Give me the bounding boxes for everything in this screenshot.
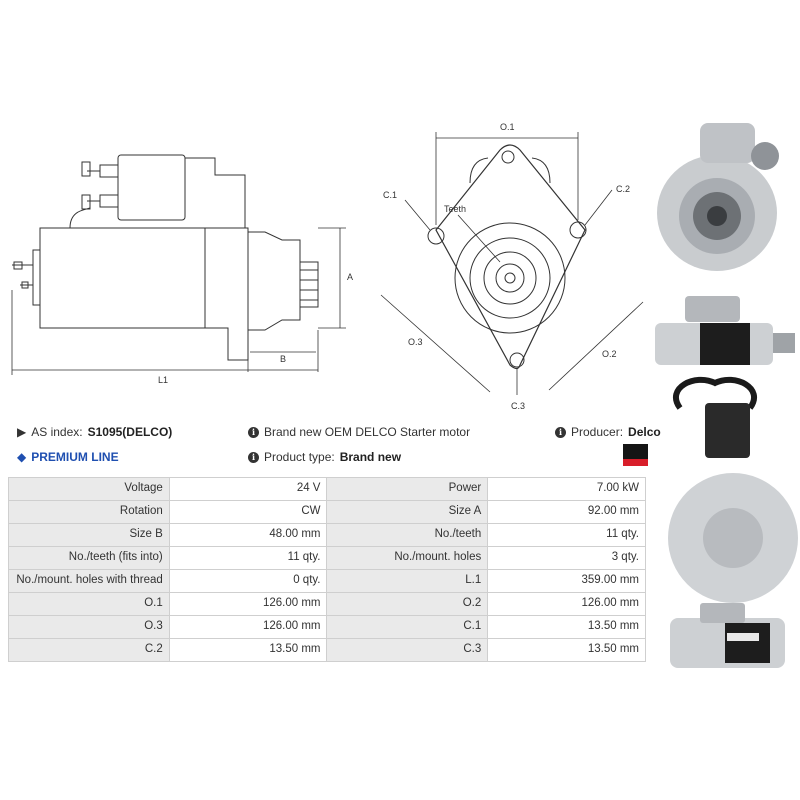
spec-value: 13.50 mm <box>487 615 646 639</box>
spec-label: No./mount. holes <box>326 546 489 570</box>
description-row: i Brand new OEM DELCO Starter motor <box>248 425 470 439</box>
spec-label: L.1 <box>326 569 489 593</box>
table-row: Rotation CW Size A 92.00 mm <box>8 500 646 524</box>
starter-label-photo <box>670 603 785 668</box>
spec-label: Size A <box>326 500 489 524</box>
as-index-row: ▶ AS index: S1095(DELCO) <box>17 425 172 439</box>
spec-value: 126.00 mm <box>168 615 328 639</box>
diamond-icon: ◆ <box>17 450 27 464</box>
spec-value: 0 qty. <box>168 569 328 593</box>
product-type-row: i Product type: Brand new <box>248 450 401 464</box>
info-icon: i <box>248 426 259 438</box>
spec-value: 359.00 mm <box>487 569 646 593</box>
producer-row: i Producer: Delco <box>555 425 661 439</box>
spec-label: No./teeth <box>326 523 489 547</box>
dim-label-c1: C.1 <box>383 190 397 200</box>
product-type-label: Product type: <box>264 450 335 464</box>
tag-icon: ▶ <box>17 425 27 439</box>
product-photos <box>655 123 798 668</box>
table-row: No./mount. holes with thread 0 qty. L.1 … <box>8 569 646 593</box>
brand-swatch-bottom <box>623 459 648 466</box>
brand-swatch-top <box>623 444 648 459</box>
table-row: No./teeth (fits into) 11 qty. No./mount.… <box>8 546 646 570</box>
spec-value: 7.00 kW <box>487 477 646 501</box>
table-row: C.2 13.50 mm C.3 13.50 mm <box>8 638 646 662</box>
premium-line-label: PREMIUM LINE <box>31 450 119 464</box>
producer-value: Delco <box>628 425 661 439</box>
spec-value: CW <box>168 500 328 524</box>
spec-label: O.1 <box>8 592 170 616</box>
table-row: O.1 126.00 mm O.2 126.00 mm <box>8 592 646 616</box>
dim-label-o2: O.2 <box>602 349 617 359</box>
table-row: Voltage 24 V Power 7.00 kW <box>8 477 646 501</box>
dim-label-c2: C.2 <box>616 184 630 194</box>
spec-value: 126.00 mm <box>487 592 646 616</box>
spec-value: 11 qty. <box>168 546 328 570</box>
spec-label: No./mount. holes with thread <box>8 569 170 593</box>
table-row: O.3 126.00 mm C.1 13.50 mm <box>8 615 646 639</box>
spec-label: No./teeth (fits into) <box>8 546 170 570</box>
info-icon: i <box>555 426 566 438</box>
spec-label: C.1 <box>326 615 489 639</box>
dim-label-b: B <box>280 354 286 364</box>
technical-drawing: A B L1 O.1 O.3 O.2 C.1 C.2 C.3 Teeth <box>11 122 644 411</box>
dim-label-a: A <box>347 272 353 282</box>
as-index-label: AS index: <box>31 425 83 439</box>
spec-table: Voltage 24 V Power 7.00 kW Rotation CW S… <box>8 477 646 662</box>
starter-front-photo <box>657 123 779 271</box>
spec-label: Power <box>326 477 489 501</box>
table-row: Size B 48.00 mm No./teeth 11 qty. <box>8 523 646 547</box>
premium-line-badge: ◆ PREMIUM LINE <box>17 450 119 464</box>
starter-side-photo <box>655 296 795 365</box>
dim-label-o3: O.3 <box>408 337 423 347</box>
spec-label: Rotation <box>8 500 170 524</box>
producer-label: Producer: <box>571 425 624 439</box>
spec-value: 92.00 mm <box>487 500 646 524</box>
info-icon: i <box>248 451 259 463</box>
product-type-value: Brand new <box>339 450 402 464</box>
producer-brand-swatch <box>623 444 648 466</box>
spec-value: 13.50 mm <box>168 638 328 662</box>
spec-label: C.2 <box>8 638 170 662</box>
spec-value: 126.00 mm <box>168 592 328 616</box>
dim-label-c3: C.3 <box>511 401 525 411</box>
description-text: Brand new OEM DELCO Starter motor <box>264 425 471 439</box>
spec-label: O.2 <box>326 592 489 616</box>
dim-label-l1: L1 <box>158 375 168 385</box>
spec-value: 3 qty. <box>487 546 646 570</box>
dim-label-o1: O.1 <box>500 122 515 132</box>
spec-value: 11 qty. <box>487 523 646 547</box>
teeth-label: Teeth <box>444 204 466 214</box>
spec-value: 48.00 mm <box>168 523 328 547</box>
spec-value: 24 V <box>168 477 328 501</box>
spec-label: Voltage <box>8 477 170 501</box>
spec-value: 13.50 mm <box>487 638 646 662</box>
spec-label: O.3 <box>8 615 170 639</box>
spec-label: C.3 <box>326 638 489 662</box>
as-index-value: S1095(DELCO) <box>87 425 173 439</box>
starter-rear-photo <box>668 376 798 603</box>
spec-label: Size B <box>8 523 170 547</box>
